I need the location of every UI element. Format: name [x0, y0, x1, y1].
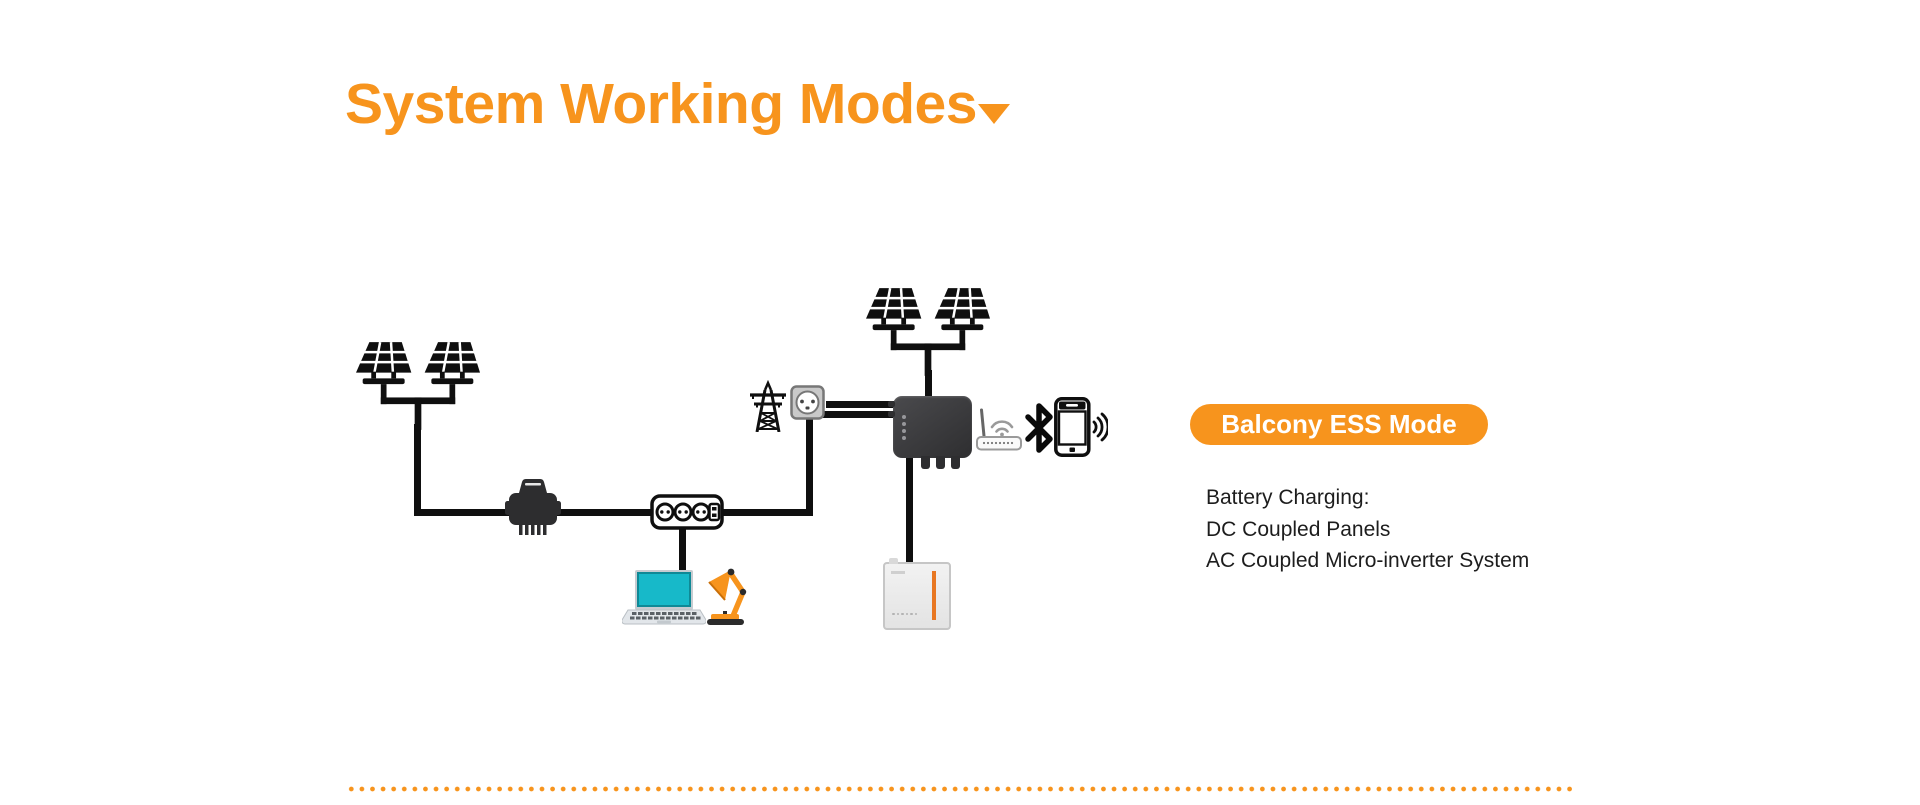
mode-badge[interactable]: Balcony ESS Mode: [1190, 404, 1488, 445]
mode-description: Battery Charging: DC Coupled Panels AC C…: [1206, 482, 1529, 577]
dotted-divider: [346, 786, 1572, 792]
wire-riser-vertical: [806, 411, 813, 516]
laptop-icon: [621, 570, 707, 628]
wire-strip-drop: [679, 523, 686, 578]
wire-inverter-to-battery: [906, 450, 913, 568]
power-strip-icon: [650, 494, 724, 530]
smartphone-icon: [1054, 397, 1110, 457]
wire-left-panels-down: [414, 424, 421, 516]
description-line: AC Coupled Micro-inverter System: [1206, 549, 1530, 572]
dropdown-arrow-icon[interactable]: [978, 104, 1010, 124]
grid-tower-icon: [748, 379, 788, 433]
solar-array-left-icon: [356, 342, 480, 430]
description-line: Battery Charging:: [1206, 486, 1370, 509]
wire-top-panels-down: [925, 370, 932, 404]
solar-array-top-icon: [866, 288, 990, 376]
hybrid-inverter-icon: [888, 396, 972, 469]
wall-outlet-icon: [790, 385, 825, 420]
description-line: DC Coupled Panels: [1206, 517, 1391, 541]
desk-lamp-icon: [703, 562, 749, 628]
wifi-router-icon: [975, 403, 1023, 451]
wire-outlet-to-inverter: [826, 401, 897, 408]
wire-main-horizontal: [414, 509, 813, 516]
page-title: System Working Modes: [345, 72, 977, 136]
wire-riser-to-inverter: [806, 411, 897, 418]
bluetooth-icon: [1024, 402, 1054, 454]
micro-inverter-icon: [505, 477, 561, 537]
battery-icon: [883, 558, 951, 630]
